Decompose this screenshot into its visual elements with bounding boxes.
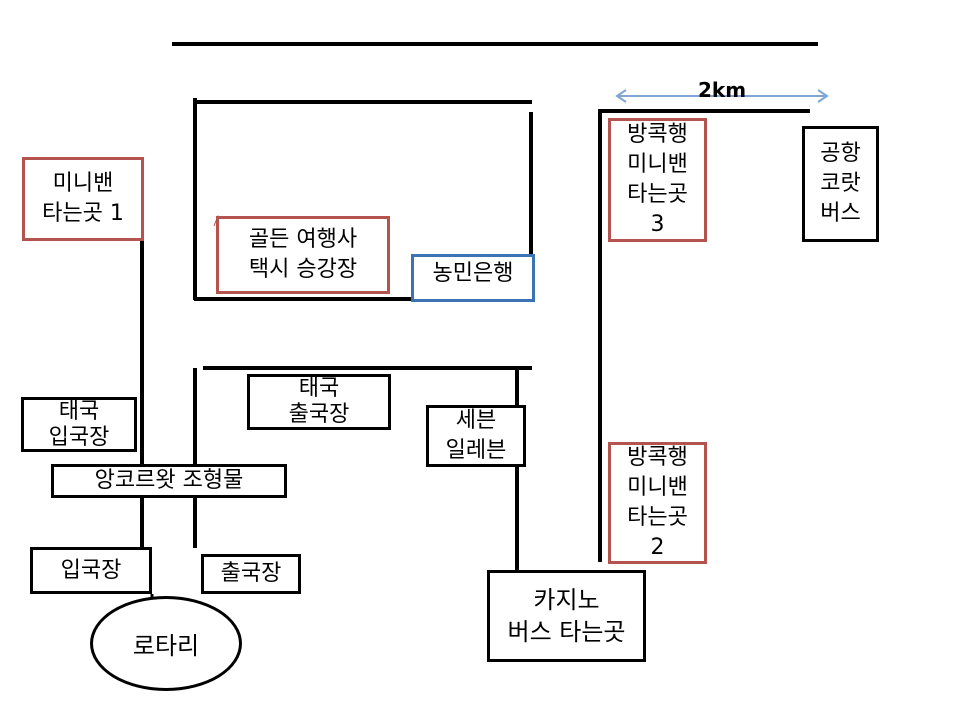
airport-line1: 공항 xyxy=(820,141,861,166)
bangkok-minivan-stop-3: 방콕행 미니밴 타는곳 3 xyxy=(608,118,707,242)
farmers-bank: 농민은행 xyxy=(411,254,535,302)
bkk2-line4: 2 xyxy=(650,535,665,560)
farmers-bank-label: 농민은행 xyxy=(432,261,514,286)
bkk3-line2: 미니밴 xyxy=(627,152,688,177)
scale-arrow xyxy=(615,89,829,103)
angkor-wat-sculpture: 앙코르왓 조형물 xyxy=(51,464,287,498)
thai-immigration-exit: 태국 출국장 xyxy=(247,374,391,430)
seven-eleven: 세븐 일레븐 xyxy=(426,405,526,467)
bkk2-line2: 미니밴 xyxy=(627,475,688,500)
angkor-wat-label: 앙코르왓 조형물 xyxy=(94,468,244,493)
bkk2-line3: 타는곳 xyxy=(627,505,688,530)
golden-taxi-stand: 골든 여행사 택시 승강장 xyxy=(216,216,390,294)
airport-line3: 버스 xyxy=(820,201,861,226)
bkk3-line3: 타는곳 xyxy=(627,182,688,207)
bkk3-line1: 방콕행 xyxy=(627,122,688,147)
thai-exit-line1: 태국 xyxy=(298,376,340,401)
thai-exit-line2: 출국장 xyxy=(288,402,350,427)
seven-eleven-line2: 일레븐 xyxy=(445,438,507,463)
rotary-label: 로타리 xyxy=(132,632,200,660)
exit-label: 출국장 xyxy=(220,561,282,586)
minivan-stop-1-line2: 타는곳 1 xyxy=(42,201,124,226)
entry-label: 입국장 xyxy=(60,557,122,583)
minivan-stop-1-line1: 미니밴 xyxy=(52,171,114,196)
immigration-entry: 입국장 xyxy=(30,547,152,594)
thai-immigration-entry: 태국 입국장 xyxy=(21,397,137,452)
seven-eleven-line1: 세븐 xyxy=(455,408,497,433)
bangkok-minivan-stop-2: 방콕행 미니밴 타는곳 2 xyxy=(608,442,707,564)
casino-line2: 버스 타는곳 xyxy=(507,618,626,646)
golden-taxi-stand-line2: 택시 승강장 xyxy=(248,257,358,282)
minivan-stop-1: 미니밴 타는곳 1 xyxy=(22,157,144,241)
casino-bus-stop: 카지노 버스 타는곳 xyxy=(487,570,646,662)
thai-entry-line2: 입국장 xyxy=(48,424,110,450)
golden-taxi-stand-line1: 골든 여행사 xyxy=(248,227,358,252)
bkk2-line1: 방콕행 xyxy=(627,445,688,470)
bkk3-line4: 3 xyxy=(650,212,665,237)
airport-line2: 코랏 xyxy=(820,171,861,196)
airport-korat-bus: 공항 코랏 버스 xyxy=(802,126,879,242)
thai-entry-line1: 태국 xyxy=(58,398,100,424)
casino-line1: 카지노 xyxy=(533,586,600,614)
rotary: 로타리 xyxy=(90,596,242,691)
immigration-exit: 출국장 xyxy=(201,554,301,594)
scale-label: 2km xyxy=(698,78,747,102)
